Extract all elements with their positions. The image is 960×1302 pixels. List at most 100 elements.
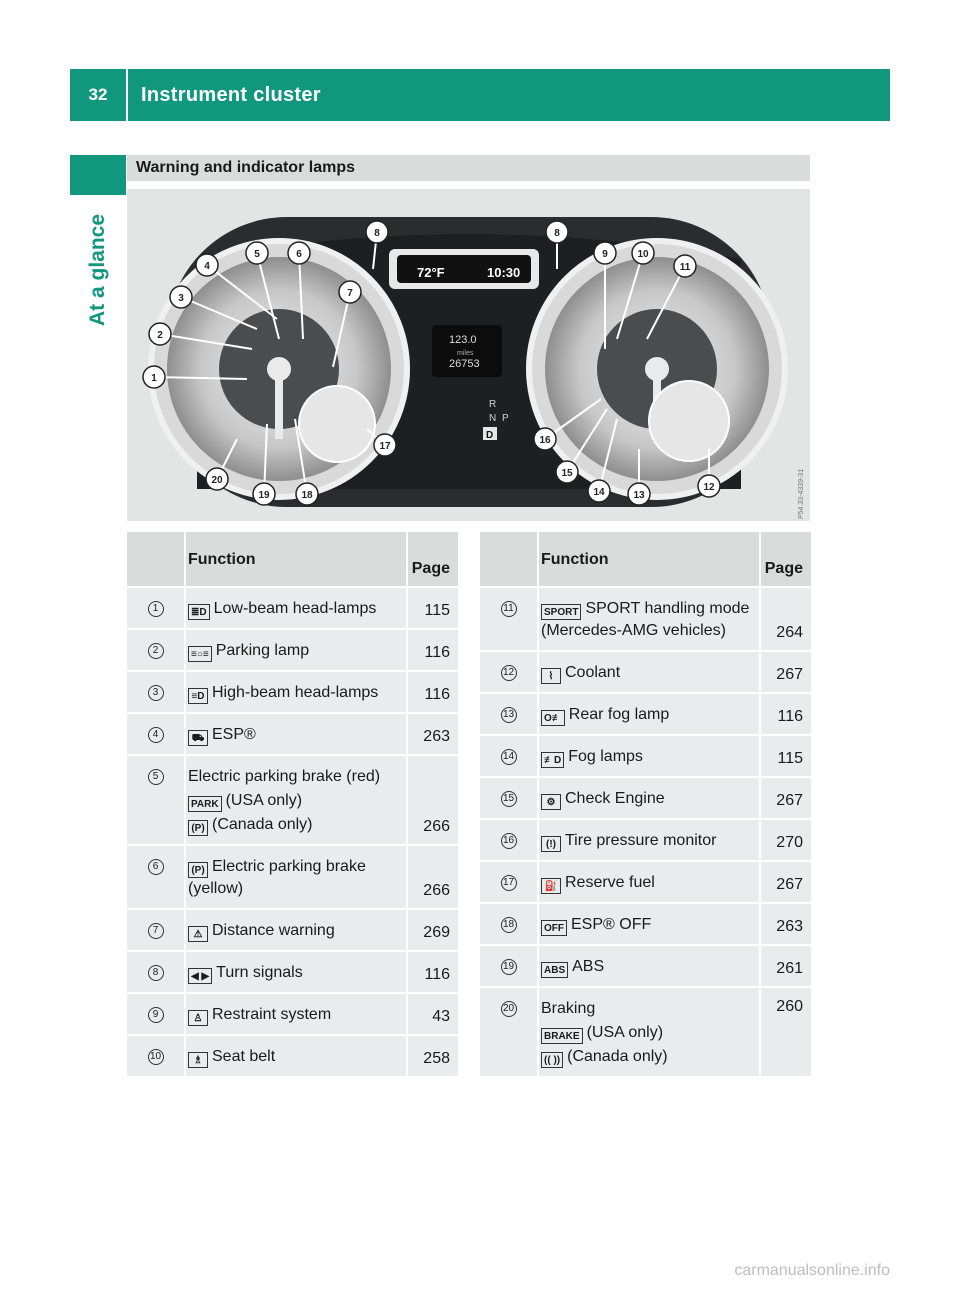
page-reference: 267 (759, 860, 811, 903)
sport-icon: SPORT (541, 604, 582, 620)
row-number: 6 (127, 844, 186, 909)
function-text: Reserve fuel (565, 874, 655, 891)
row-function: (!)Tire pressure monitor (538, 818, 761, 861)
table-row: 17 ⛽Reserve fuel 267 (480, 860, 811, 903)
callout-leader-line (180, 296, 258, 330)
callout-leader-line (153, 376, 248, 380)
callout-label: 12 (703, 482, 715, 493)
brake-circle-icon: (( )) (541, 1052, 564, 1068)
function-text: Rear fog lamp (568, 706, 670, 723)
odometer-unit: miles (457, 350, 474, 357)
callout-marker (631, 241, 655, 265)
callout-marker (142, 365, 166, 389)
callout-leader-line (206, 264, 278, 320)
page-reference: 261 (759, 944, 811, 987)
callout-number: 14 (500, 749, 517, 765)
function-sub-text: (Canada only) (567, 1048, 668, 1065)
page-reference: 266 (406, 754, 458, 845)
callout-number: 19 (500, 959, 517, 975)
instrument-cluster-illustration: 72°F 10:30 123.0 miles 26753 R N P D P54… (142, 217, 805, 519)
row-number: 3 (127, 670, 186, 713)
row-number: 12 (480, 650, 539, 693)
row-number: 17 (480, 860, 539, 903)
page-header: Page (759, 530, 811, 587)
page-reference: 264 (759, 586, 811, 651)
function-text: Coolant (565, 664, 621, 681)
callout-leader-line (566, 408, 608, 473)
function-text: Low-beam head-lamps (213, 600, 377, 617)
callout-label: 16 (539, 435, 551, 446)
callout-marker (252, 482, 276, 506)
distance-warning-icon: ⚠ (188, 926, 208, 942)
row-number: 19 (480, 944, 539, 987)
page-reference: 269 (406, 908, 458, 951)
callout-number: 15 (500, 791, 517, 807)
function-text: ESP® (212, 726, 256, 743)
tire-pressure-icon: (!) (541, 836, 561, 852)
gear-p: P (502, 413, 509, 424)
reserve-fuel-icon: ⛽ (541, 878, 561, 894)
page-reference: 260 (759, 986, 811, 1076)
page-reference: 116 (406, 628, 458, 671)
seat-belt-icon: ♗ (188, 1052, 208, 1068)
callout-marker (365, 220, 389, 244)
row-number: 14 (480, 734, 539, 777)
section-title: Warning and indicator lamps (127, 155, 810, 181)
callout-label: 14 (593, 487, 605, 498)
callout-leader-line (616, 252, 644, 340)
callout-label: 15 (561, 468, 573, 479)
park-icon: PARK (188, 796, 222, 812)
row-number: 20 (480, 986, 539, 1076)
callout-label: 20 (211, 475, 223, 486)
function-text: Braking (541, 1000, 596, 1017)
display-temp: 72°F (417, 265, 445, 280)
page-reference: 116 (759, 692, 811, 735)
row-number: 2 (127, 628, 186, 671)
function-text: Electric parking brake (red) (188, 768, 381, 785)
table-row: 7 ⚠Distance warning 269 (127, 908, 458, 951)
p-circle-icon: (P) (188, 862, 208, 878)
page-reference: 116 (406, 670, 458, 713)
row-function: ⌇Coolant (538, 650, 761, 693)
callout-number: 5 (147, 769, 164, 785)
callout-label: 1 (151, 373, 157, 384)
callout-leader-line (294, 418, 308, 495)
page-reference: 258 (406, 1034, 458, 1076)
callout-number: 9 (147, 1007, 164, 1023)
brake-icon: BRAKE (541, 1028, 583, 1044)
function-text: High-beam head-lamps (212, 684, 379, 701)
callout-number: 7 (147, 923, 164, 939)
callout-number: 10 (147, 1049, 164, 1065)
callout-number: 18 (500, 917, 517, 933)
side-section-label: At a glance (86, 213, 109, 327)
function-text: ESP® OFF (571, 916, 652, 933)
page-reference: 263 (759, 902, 811, 945)
callout-number: 17 (500, 875, 517, 891)
instrument-cluster-figure: 72°F 10:30 123.0 miles 26753 R N P D P54… (127, 189, 810, 521)
table-header-row: Function Page (480, 530, 811, 587)
gear-n: N (489, 413, 496, 424)
callout-marker (587, 479, 611, 503)
function-text: Distance warning (212, 922, 335, 939)
callout-marker (627, 482, 651, 506)
callout-label: 4 (204, 261, 210, 272)
low-beam-icon: ≣D (188, 604, 210, 620)
table-row: 4⛟ESP®263 (127, 712, 458, 755)
row-function: (P)Electric parking brake (yellow) (185, 844, 408, 909)
callout-number: 3 (147, 685, 164, 701)
gear-d: D (486, 430, 493, 441)
rear-fog-lamp-icon: O≢ (541, 710, 565, 726)
header-divider (126, 69, 128, 121)
parking-lamp-icon: ≡○≡ (188, 646, 212, 662)
callout-number: 6 (147, 859, 164, 875)
callout-label: 7 (347, 288, 353, 299)
row-function: ⛟ESP® (185, 712, 408, 755)
callout-marker (287, 241, 311, 265)
page-reference: 116 (406, 950, 458, 993)
